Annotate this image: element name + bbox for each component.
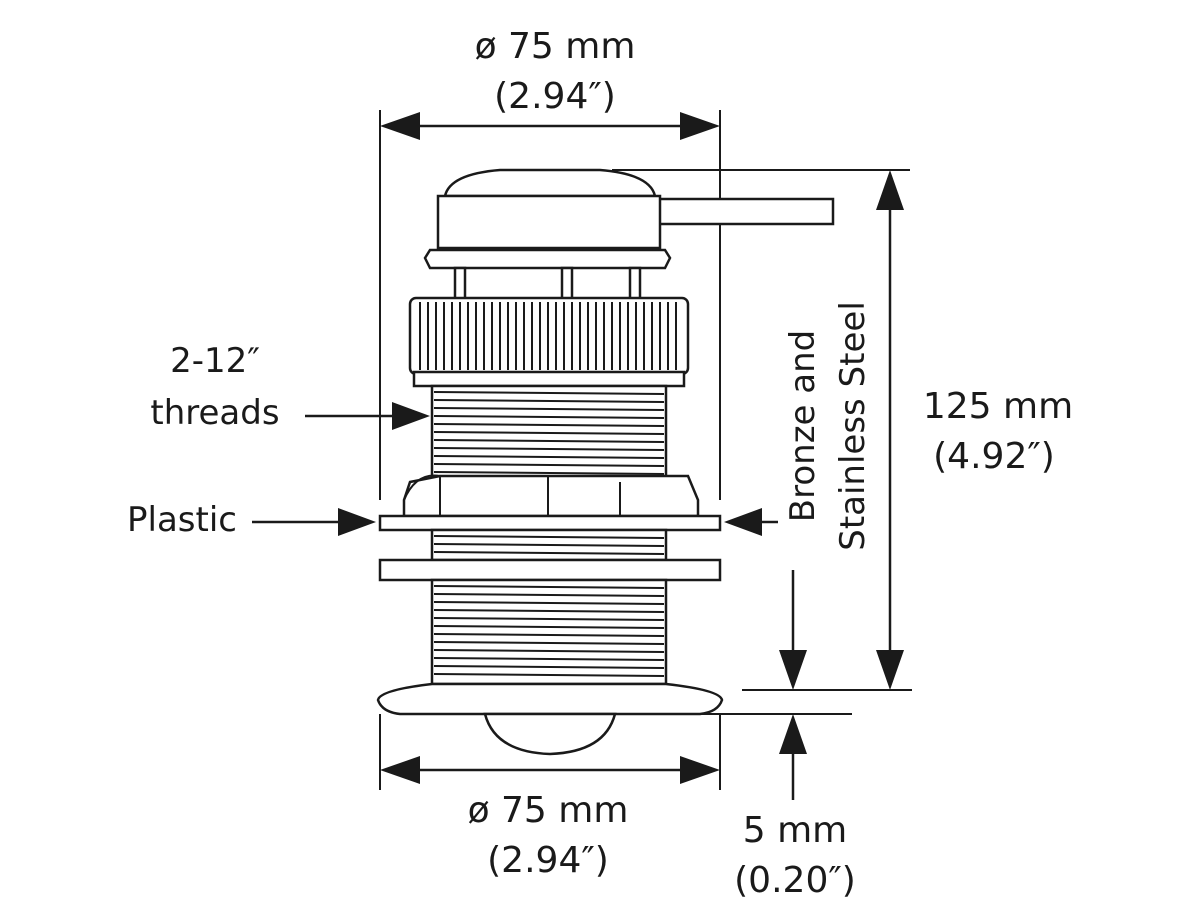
height-dimension: 125 mm (4.92″) [612, 169, 1073, 691]
protrusion-dimension: 5 mm (0.20″) [700, 570, 856, 901]
bottom-flange [376, 682, 724, 716]
threads-label-line2: threads [150, 393, 279, 433]
knurled-nut [408, 296, 690, 388]
transducer-body [376, 168, 835, 756]
plastic-washer [378, 514, 722, 532]
hex-nut [402, 474, 700, 518]
height-imperial: (4.92″) [933, 436, 1055, 477]
material-callout: Bronze and Stainless Steel [724, 301, 873, 551]
middle-threads [430, 528, 668, 562]
top-diameter-metric: ø 75 mm [475, 26, 636, 67]
plastic-label: Plastic [127, 500, 237, 540]
top-diameter-dimension: ø 75 mm (2.94″) [379, 26, 721, 500]
protrusion-metric: 5 mm [743, 810, 847, 851]
cap-dome [443, 168, 657, 198]
threads-callout: 2-12″ threads [150, 341, 430, 433]
height-metric: 125 mm [923, 386, 1073, 427]
post-left [453, 266, 467, 302]
cable [648, 197, 835, 226]
cap-flange [423, 248, 672, 270]
hull-plate [378, 558, 722, 582]
post-mid [560, 266, 574, 302]
top-diameter-imperial: (2.94″) [494, 76, 616, 117]
material-label-line2: Stainless Steel [833, 301, 873, 551]
plastic-callout: Plastic [127, 500, 376, 540]
threads-label-line1: 2-12″ [170, 341, 260, 381]
bottom-diameter-dimension: ø 75 mm (2.94″) [379, 714, 721, 881]
bottom-dome [483, 712, 617, 756]
bottom-diameter-metric: ø 75 mm [468, 790, 629, 831]
material-label-line1: Bronze and [783, 330, 823, 522]
protrusion-imperial: (0.20″) [734, 860, 856, 901]
lower-threads [430, 578, 668, 686]
cap [436, 194, 662, 250]
post-right [628, 266, 642, 302]
bottom-diameter-imperial: (2.94″) [487, 840, 609, 881]
